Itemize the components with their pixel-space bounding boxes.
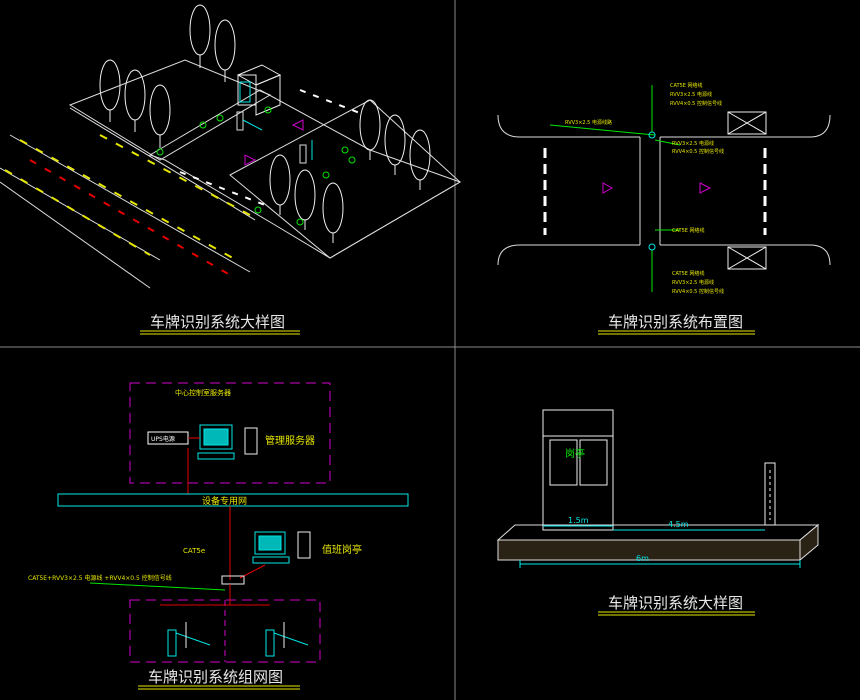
dim-4-5m: 4.5m	[668, 520, 689, 529]
q2-label-top-1: CAT5E 网络线	[670, 82, 703, 89]
q4-booth-elevation	[496, 409, 820, 568]
q3-network-diagram	[57, 382, 409, 663]
dim-6m: 6m	[636, 554, 649, 563]
q2-label-left: RVV3×2.5 电源线路	[565, 119, 612, 126]
q2-layout-plan	[497, 85, 831, 292]
q1-title: 车牌识别系统大样图	[150, 313, 285, 331]
cable-spec-label: CAT5E+RVV3×2.5 电源线 +RVV4×0.5 控制信号线	[28, 574, 172, 582]
q2-label-mid-3: CAT5E 网络线	[672, 227, 705, 234]
computer-icon	[197, 424, 235, 460]
q3-title: 车牌识别系统组网图	[148, 668, 283, 686]
field-box	[129, 599, 321, 663]
booth-label: 岗亭	[565, 447, 585, 460]
lan-label: 设备专用网	[202, 495, 247, 507]
duty-computer-icon	[252, 531, 290, 564]
center-room-box	[129, 382, 331, 484]
q2-label-bot-2: RVV3×2.5 电源线	[672, 279, 714, 286]
q2-label-mid-1: RVV3×2.5 电源线	[672, 140, 714, 147]
q2-label-bot-3: RVV4×0.5 控制信号线	[672, 288, 724, 295]
q2-label-top-2: RVV3×2.5 电源线	[670, 91, 712, 98]
dim-1-5m: 1.5m	[568, 516, 589, 525]
switch-icon	[221, 575, 245, 585]
lan-bar	[57, 493, 409, 507]
q2-label-bot-1: CAT5E 网络线	[672, 270, 705, 277]
cat5e-label: CAT5e	[183, 547, 205, 555]
q4-title: 车牌识别系统大样图	[608, 594, 743, 612]
tower-icon	[244, 427, 258, 455]
q1-isometric-site	[0, 4, 462, 289]
q2-label-mid-2: RVV4×0.5 控制信号线	[672, 148, 724, 155]
server-label: 管理服务器	[265, 434, 315, 447]
ups-label: UPS电源	[151, 435, 175, 443]
center-room-label: 中心控制室服务器	[175, 388, 231, 397]
duty-booth-label: 值班岗亭	[322, 543, 362, 556]
q2-title: 车牌识别系统布置图	[608, 313, 743, 331]
q2-label-top-3: RVV4×0.5 控制信号线	[670, 100, 722, 107]
